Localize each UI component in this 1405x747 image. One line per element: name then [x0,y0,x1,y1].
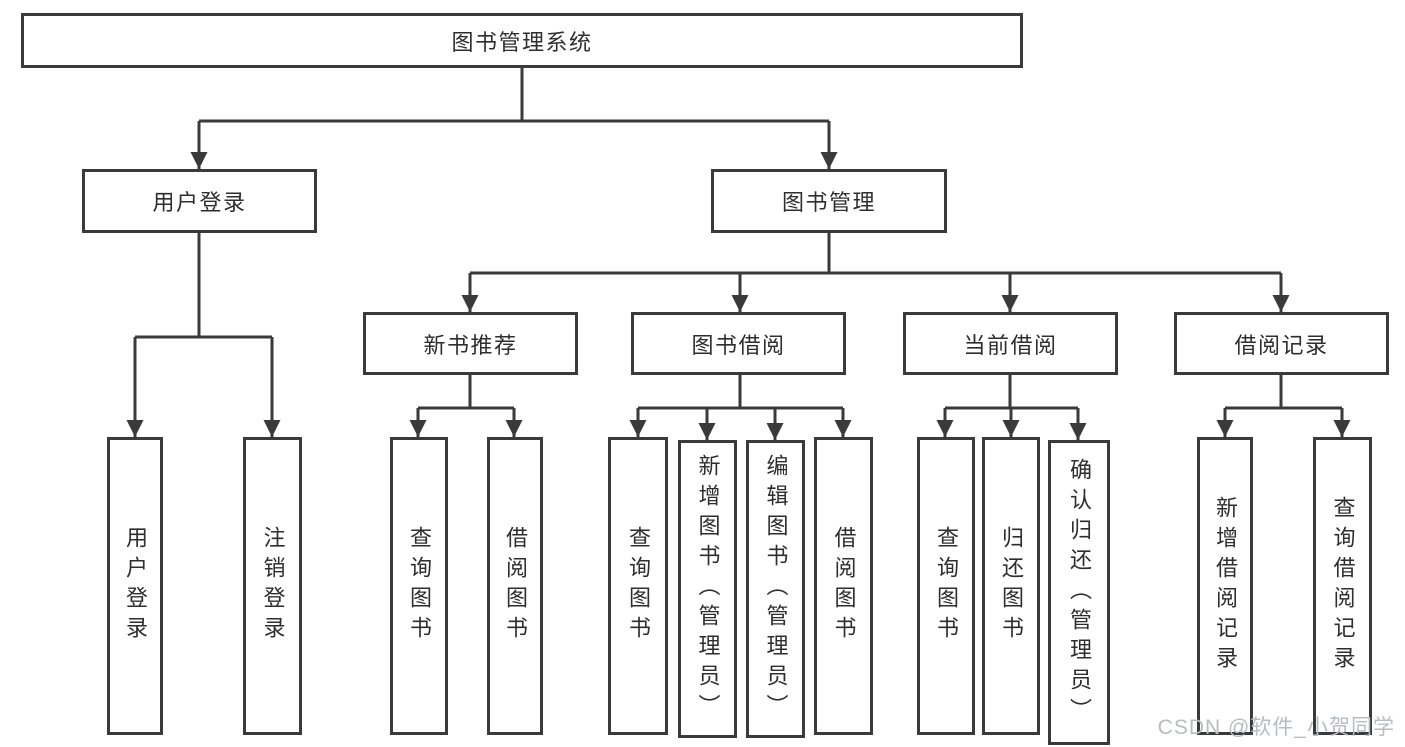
leaf-br-add-record: 新增借阅记录 [1197,437,1253,735]
leaf-bb-query-books: 查询图书 [608,437,668,735]
node-book-management: 图书管理 [711,169,947,233]
node-label: 查询借阅记录 [1330,496,1356,676]
node-label: 查询图书 [407,526,432,646]
node-label: 借阅记录 [1234,332,1329,358]
leaf-cb-query-books: 查询图书 [917,437,975,735]
leaf-bb-edit-books-admin: 编辑图书（管理员） [746,440,805,738]
leaf-rec-borrow-books: 借阅图书 [487,437,543,735]
node-label: 归还图书 [999,526,1024,646]
leaf-rec-query-books: 查询图书 [390,437,448,735]
node-label: 编辑图书（管理员） [763,454,789,724]
leaf-bb-add-books-admin: 新增图书（管理员） [678,440,737,738]
node-label: 图书借阅 [691,332,786,358]
node-label: 当前借阅 [963,332,1058,358]
node-new-book-recommendation: 新书推荐 [363,312,578,375]
node-user-login: 用户登录 [82,169,317,233]
leaf-bb-borrow-books: 借阅图书 [814,437,873,735]
node-current-borrowing: 当前借阅 [903,312,1118,375]
connector-trunks [135,68,1342,410]
leaf-logout-login: 注销登录 [243,437,302,735]
node-label: 图书管理 [781,190,876,215]
node-label: 用户登录 [123,526,148,646]
leaf-br-query-record: 查询借阅记录 [1313,437,1372,735]
node-label: 图书管理系统 [451,29,593,55]
node-label: 用户登录 [152,190,247,215]
node-label: 新书推荐 [423,332,518,358]
node-borrowing-records: 借阅记录 [1174,312,1389,375]
node-label: 查询图书 [626,526,651,646]
node-label: 查询图书 [934,526,959,646]
csdn-watermark: CSDN @软件_小贺同学 [1157,716,1395,739]
leaf-cb-return-books: 归还图书 [982,437,1040,735]
node-label: 新增借阅记录 [1213,496,1238,676]
node-label: 借阅图书 [503,526,528,646]
node-label: 注销登录 [260,526,286,646]
node-label: 借阅图书 [831,526,857,646]
node-label: 确认归还（管理员） [1067,457,1092,728]
node-label: 新增图书（管理员） [695,454,721,724]
node-library-management-system: 图书管理系统 [21,13,1023,68]
leaf-user-login: 用户登录 [107,437,163,735]
leaf-cb-confirm-return-admin: 确认归还（管理员） [1048,440,1110,745]
node-book-borrowing: 图书借阅 [631,312,846,375]
